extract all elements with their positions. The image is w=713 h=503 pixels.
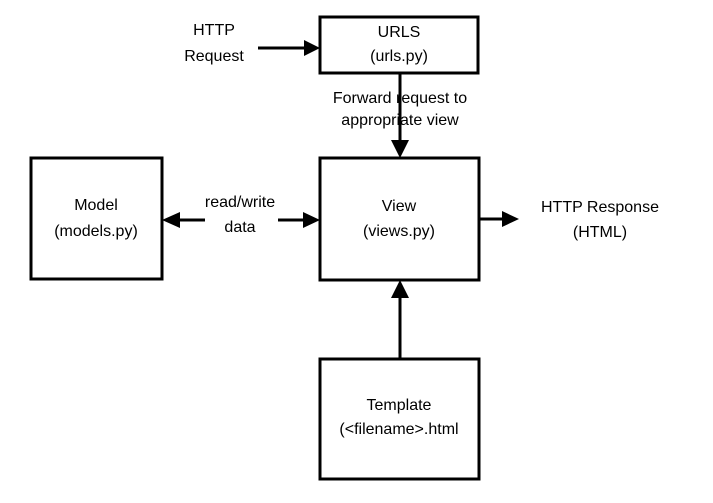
read-write-data-label-line2: data bbox=[224, 219, 255, 236]
urls-box-rect[interactable] bbox=[318, 15, 480, 75]
http-request-label: HTTP Request bbox=[184, 22, 244, 65]
http-request-label-line2: Request bbox=[184, 48, 244, 65]
model-box-rect[interactable] bbox=[29, 156, 164, 281]
arrow-head-right-icon bbox=[502, 211, 519, 227]
forward-request-label: Forward request to appropriate view bbox=[333, 90, 467, 129]
read-write-data-label-line1: read/write bbox=[205, 194, 275, 211]
arrow-head-left-icon bbox=[162, 212, 180, 228]
edge-urls-to-view bbox=[391, 73, 409, 158]
http-response-label: HTTP Response (HTML) bbox=[541, 199, 659, 241]
edge-view-to-model bbox=[162, 212, 205, 228]
template-box-label-line2: (<filename>.html bbox=[339, 421, 458, 438]
urls-box[interactable]: URLS (urls.py) bbox=[318, 15, 480, 75]
template-box-label-line1: Template bbox=[367, 397, 432, 414]
urls-box-label-line1: URLS bbox=[378, 24, 421, 41]
model-box[interactable]: Model (models.py) bbox=[29, 156, 164, 281]
http-response-label-line2: (HTML) bbox=[573, 224, 627, 241]
edge-view-to-http-response bbox=[479, 211, 519, 227]
arrow-head-down-icon bbox=[391, 140, 409, 158]
http-response-label-line1: HTTP Response bbox=[541, 199, 659, 216]
edge-http-request-to-urls bbox=[258, 40, 320, 56]
forward-request-label-line1: Forward request to bbox=[333, 90, 467, 107]
edge-model-to-view bbox=[278, 212, 320, 228]
arrow-head-up-icon bbox=[391, 280, 409, 298]
arrow-head-right-icon bbox=[303, 212, 320, 228]
view-box-rect[interactable] bbox=[318, 156, 481, 282]
urls-box-label-line2: (urls.py) bbox=[370, 48, 428, 65]
edge-template-to-view bbox=[391, 280, 409, 359]
forward-request-label-line2: appropriate view bbox=[341, 112, 459, 129]
view-box-label-line1: View bbox=[382, 198, 417, 215]
view-box-label-line2: (views.py) bbox=[363, 223, 435, 240]
template-box-rect[interactable] bbox=[318, 357, 481, 481]
template-box[interactable]: Template (<filename>.html bbox=[318, 357, 481, 481]
view-box[interactable]: View (views.py) bbox=[318, 156, 481, 282]
http-request-label-line1: HTTP bbox=[193, 22, 235, 39]
arrow-head-right-icon bbox=[304, 40, 320, 56]
model-box-label-line1: Model bbox=[74, 197, 118, 214]
model-box-label-line2: (models.py) bbox=[54, 223, 138, 240]
read-write-data-label: read/write data bbox=[205, 194, 275, 236]
